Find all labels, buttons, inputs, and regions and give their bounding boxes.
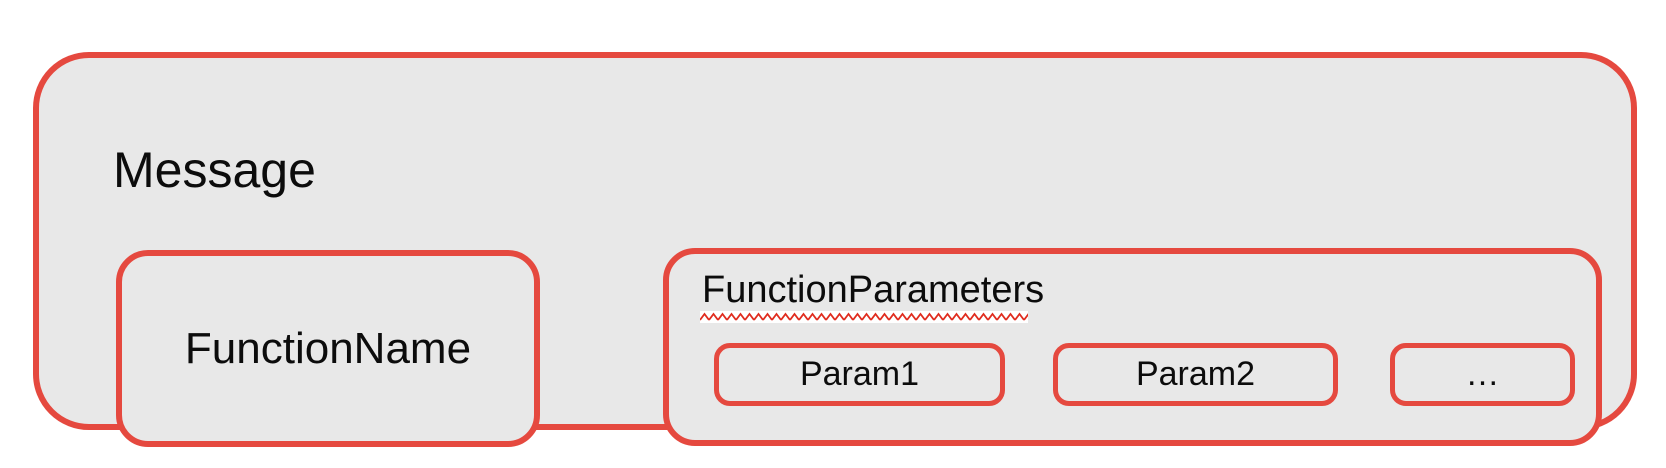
param-label: Param1: [799, 355, 920, 393]
param-ellipsis-box: …: [1390, 343, 1575, 406]
function-name-box: FunctionName: [116, 250, 540, 447]
function-parameters-box: FunctionParameters Param1 Param2 …: [663, 248, 1602, 446]
function-name-label: FunctionName: [184, 323, 472, 373]
message-box: Message FunctionName FunctionParameters …: [33, 52, 1637, 447]
param-ellipsis-label: …: [1465, 355, 1500, 393]
param-label: Param2: [1135, 355, 1256, 393]
param-box: Param2: [1053, 343, 1338, 406]
function-parameters-label: FunctionParameters: [702, 269, 1045, 311]
message-label: Message: [113, 142, 316, 198]
param-box: Param1: [714, 343, 1005, 406]
spellcheck-squiggle: [700, 311, 1028, 323]
